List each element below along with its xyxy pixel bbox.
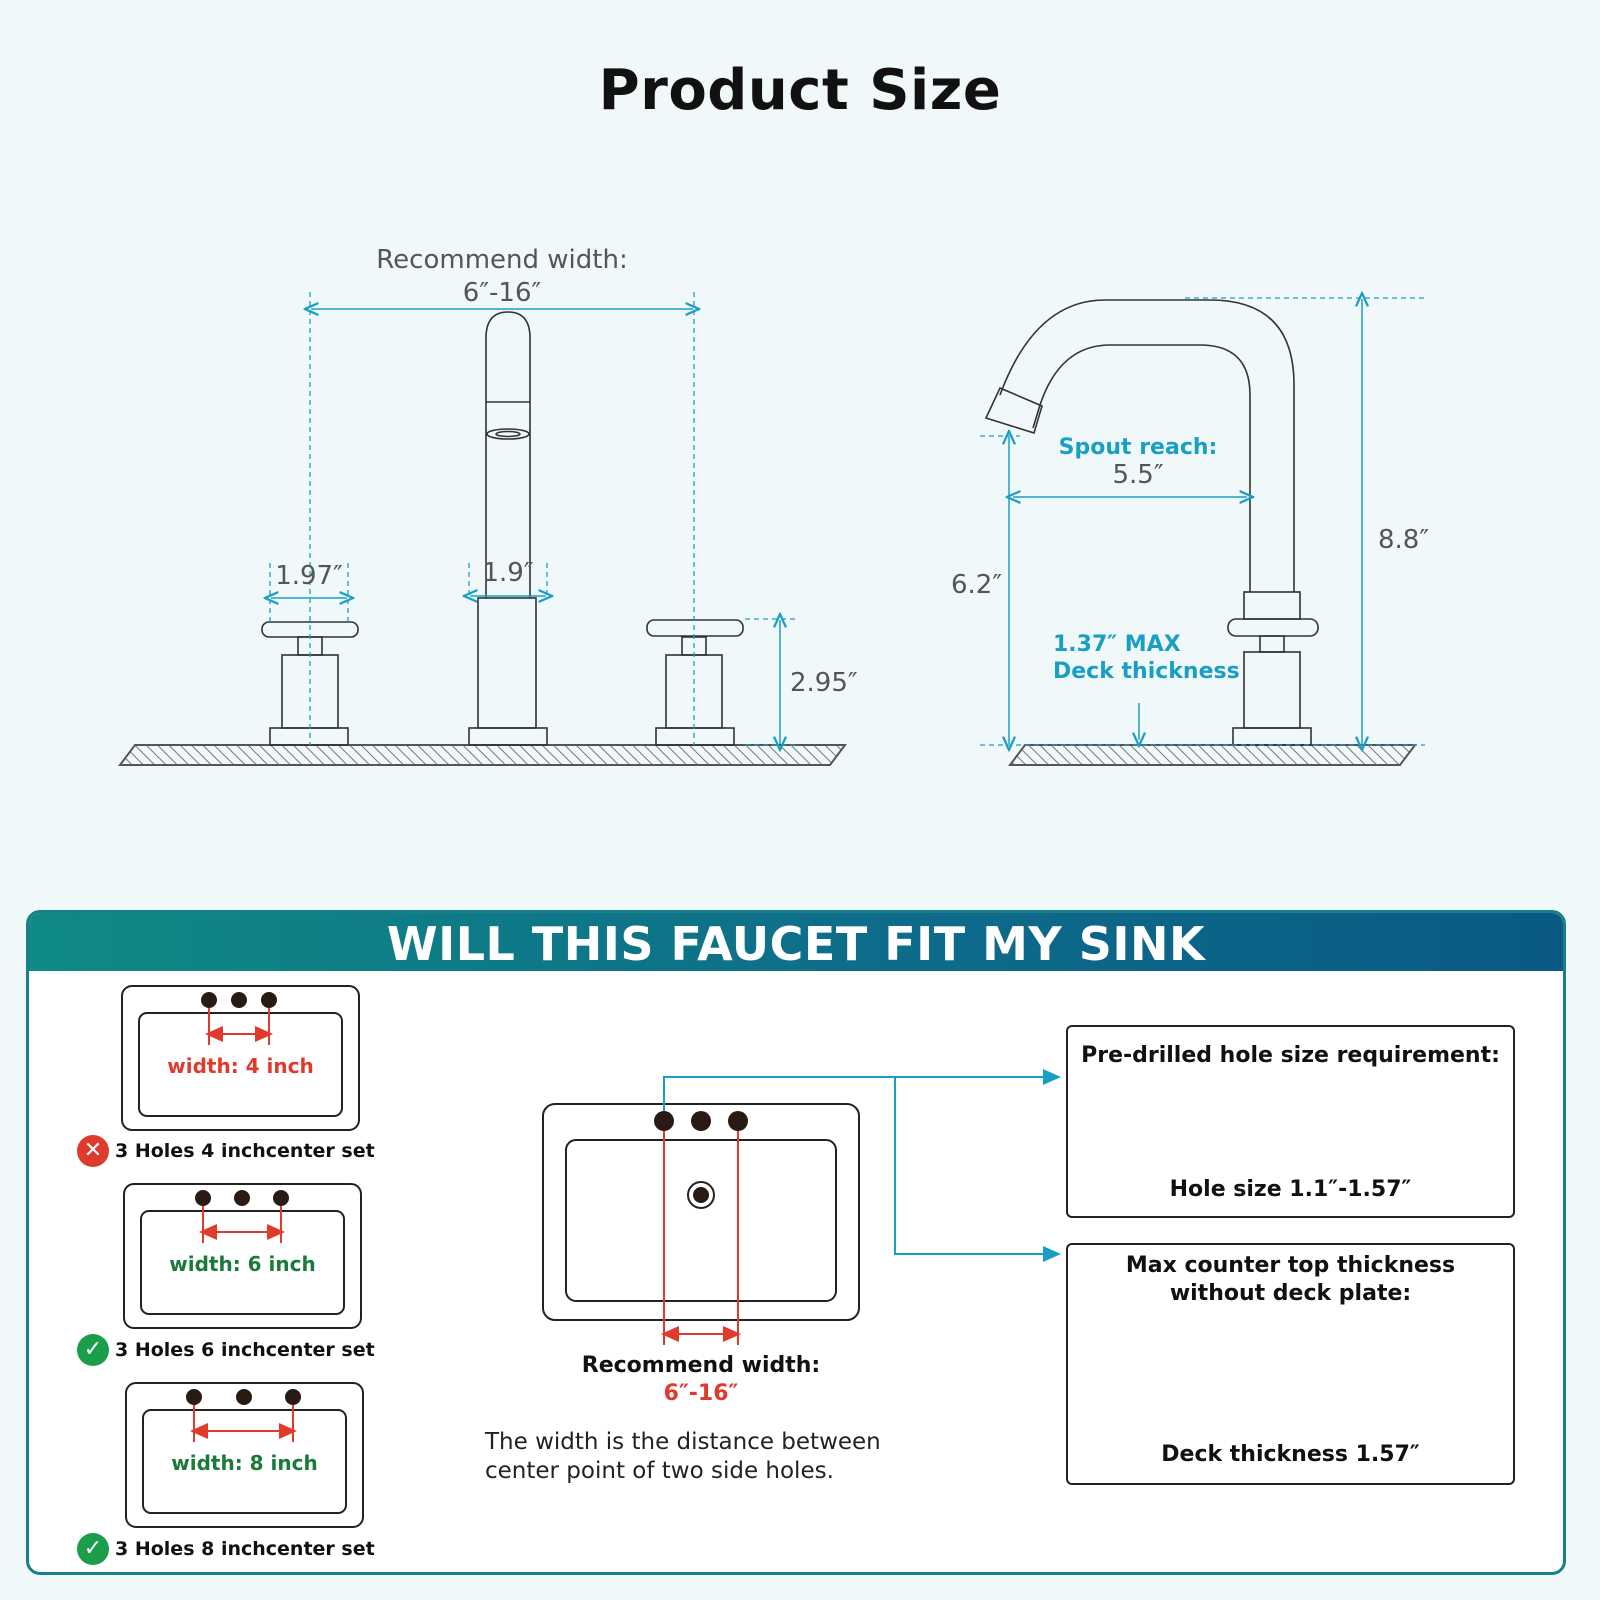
hole-size-value: Hole size 1.1″-1.57″ xyxy=(1169,1177,1412,1202)
right-handle xyxy=(646,619,744,746)
thickness-title-line1: Max counter top thickness xyxy=(1125,1253,1456,1278)
deck-thickness-line1: 1.37″ MAX xyxy=(1053,632,1181,657)
sink-3-caption: 3 Holes 8 inchcenter set xyxy=(115,1538,375,1560)
thickness-value: Deck thickness 1.57″ xyxy=(1161,1442,1420,1467)
deck-thickness-line2: Deck thickness xyxy=(1053,659,1240,684)
handle-width-label: 1.97″ xyxy=(275,561,343,591)
page-title: Product Size xyxy=(598,58,1002,123)
faucet-dimension-diagram: Recommend width: 6″-16″ 1.97″ 1.9″ 2.95″ xyxy=(118,245,1429,766)
spout-base-width-label: 1.9″ xyxy=(482,558,533,588)
sink-3-width-label: width: 8 inch xyxy=(171,1451,318,1475)
counter-surface-side xyxy=(1008,744,1417,766)
connector-arrows xyxy=(663,1069,1061,1262)
side-view: Spout reach: 5.5″ 8.8″ 6.2″ 1.37″ MAX De… xyxy=(951,298,1429,766)
center-sink xyxy=(542,1103,860,1345)
sink-4-inch xyxy=(121,985,360,1131)
thickness-title-line2: without deck plate: xyxy=(1169,1281,1412,1306)
check-icon: ✓ xyxy=(77,1533,109,1565)
spout-side xyxy=(984,299,1319,746)
recommend-width-value: 6″-16″ xyxy=(463,278,542,308)
spout-height-label: 6.2″ xyxy=(951,570,1002,600)
x-icon: ✕ xyxy=(77,1135,109,1167)
center-recommend-label: Recommend width: xyxy=(581,1353,821,1378)
front-view: Recommend width: 6″-16″ 1.97″ 1.9″ 2.95″ xyxy=(118,245,858,766)
sink-2-width-label: width: 6 inch xyxy=(169,1252,316,1276)
deck-thickness-box: Max counter top thickness without deck p… xyxy=(1066,1243,1515,1485)
counter-surface-front xyxy=(118,744,847,766)
spout-front xyxy=(468,311,548,746)
spout-reach-label: Spout reach: xyxy=(1059,435,1218,460)
center-description-line1: The width is the distance between xyxy=(485,1429,881,1455)
center-description-line2: center point of two side holes. xyxy=(485,1458,834,1484)
hole-size-title: Pre-drilled hole size requirement: xyxy=(1081,1043,1500,1068)
sink-8-inch xyxy=(125,1382,364,1528)
check-icon: ✓ xyxy=(77,1334,109,1366)
fit-header: WILL THIS FAUCET FIT MY SINK xyxy=(29,913,1563,971)
sink-6-inch xyxy=(123,1183,362,1329)
total-height-label: 8.8″ xyxy=(1378,525,1429,555)
hole-size-box: Pre-drilled hole size requirement: Hole … xyxy=(1066,1025,1515,1218)
handle-height-label: 2.95″ xyxy=(790,668,858,698)
sink-2-caption: 3 Holes 6 inchcenter set xyxy=(115,1339,375,1361)
sink-1-caption: 3 Holes 4 inchcenter set xyxy=(115,1140,375,1162)
recommend-width-label: Recommend width: xyxy=(376,245,627,275)
fit-panel: WILL THIS FAUCET FIT MY SINK xyxy=(26,910,1566,1575)
sink-1-width-label: width: 4 inch xyxy=(167,1054,314,1078)
center-recommend-value: 6″-16″ xyxy=(663,1381,739,1406)
spout-reach-value: 5.5″ xyxy=(1112,460,1163,490)
